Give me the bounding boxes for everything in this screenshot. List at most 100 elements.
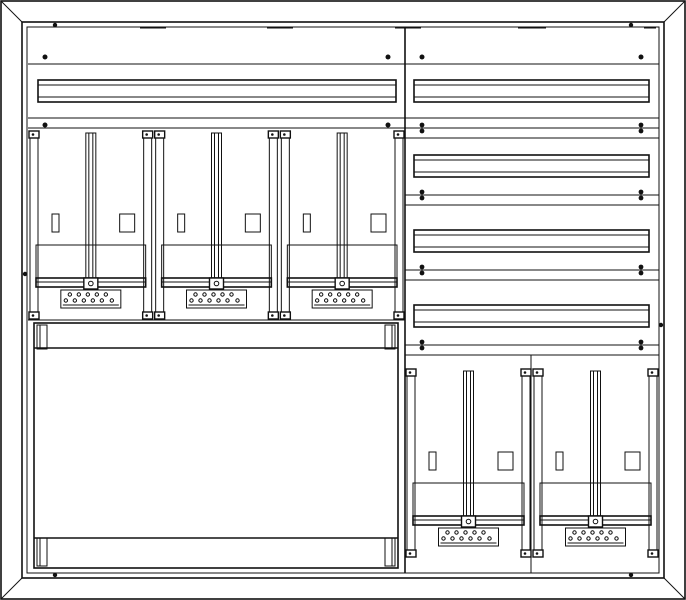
terminal [481, 530, 486, 535]
terminal [345, 292, 351, 297]
terminal [614, 536, 619, 541]
terminal [216, 298, 221, 303]
meter-base [35, 244, 147, 283]
meter-bay [153, 130, 280, 320]
bracket-screw [535, 371, 539, 374]
terminal [360, 298, 366, 303]
clamp [334, 277, 350, 290]
terminal [599, 530, 604, 535]
terminal [581, 530, 586, 535]
slot-wide [244, 213, 261, 233]
clamp-hole [213, 280, 220, 287]
terminal [81, 298, 87, 303]
terminal [207, 298, 212, 303]
terminal [202, 292, 207, 297]
terminal [463, 530, 468, 535]
fixing-screw [419, 345, 425, 351]
bracket-screw [650, 552, 654, 555]
terminal [99, 298, 105, 303]
terminal [323, 298, 329, 303]
slot-wide [497, 451, 514, 471]
slot-narrow [177, 213, 186, 233]
meter-bay [405, 368, 532, 558]
hanger-bar [85, 132, 97, 284]
terminal [90, 298, 96, 303]
terminal-block [438, 527, 499, 547]
terminal [225, 298, 230, 303]
meter-bay [28, 130, 154, 320]
hanger-bar [211, 132, 222, 284]
left-top-rail-section [28, 54, 405, 129]
bracket-screw [283, 133, 286, 136]
terminal [67, 292, 73, 297]
bracket-screw [396, 314, 400, 317]
meter-bay [532, 368, 659, 558]
terminal [586, 536, 591, 541]
terminal [198, 298, 203, 303]
fixing-screw [419, 270, 425, 276]
slot-narrow [51, 213, 60, 233]
terminal [336, 292, 342, 297]
terminal [354, 292, 360, 297]
slot-wide [119, 213, 136, 233]
terminal-block [565, 527, 626, 547]
fixing-screw [638, 270, 644, 276]
bracket-screw [396, 133, 400, 136]
clamp [587, 515, 604, 528]
terminal [572, 530, 577, 535]
bracket-screw [408, 371, 412, 374]
terminal [332, 298, 338, 303]
bracket-screw [283, 314, 286, 317]
meter-base [539, 482, 652, 521]
terminal [595, 536, 600, 541]
terminal [608, 530, 613, 535]
clamp [83, 277, 99, 290]
right-din-rail-section [405, 54, 659, 356]
fixing-screw [419, 122, 425, 128]
bracket-screw [31, 133, 35, 136]
fixing-screw [419, 339, 425, 345]
terminal [235, 298, 240, 303]
bracket-screw [535, 552, 539, 555]
fixing-screw [638, 345, 644, 351]
terminal [459, 536, 464, 541]
fixing-screw [419, 189, 425, 195]
terminal [327, 292, 333, 297]
bracket-screw [271, 314, 274, 317]
fixing-screw [419, 54, 425, 60]
left-blank-cover-panel [28, 319, 405, 569]
slot-narrow [555, 451, 564, 471]
left-meter-bays [28, 130, 405, 320]
terminal [577, 536, 582, 541]
clamp-hole [592, 518, 599, 525]
fixing-screw [638, 339, 644, 345]
clamp-hole [88, 280, 94, 287]
terminal [76, 292, 82, 297]
terminal [604, 536, 609, 541]
bracket-screw [31, 314, 35, 317]
hanger-bar [336, 132, 348, 284]
hanger-bar [463, 370, 474, 522]
terminal [72, 298, 78, 303]
din-rail [413, 304, 650, 328]
clamp-hole [339, 280, 345, 287]
terminal [350, 298, 356, 303]
din-rail [413, 154, 650, 178]
terminal [441, 536, 446, 541]
right-meter-bays [405, 354, 659, 573]
terminal [450, 536, 455, 541]
bracket-screw [523, 552, 527, 555]
fixing-screw [638, 54, 644, 60]
slot-narrow [302, 213, 311, 233]
terminal [477, 536, 482, 541]
slot-narrow [428, 451, 437, 471]
bracket-screw [523, 371, 527, 374]
hanger-bar [590, 370, 601, 522]
terminal [468, 536, 473, 541]
terminal [220, 292, 225, 297]
slot-wide [370, 213, 387, 233]
terminal [103, 292, 109, 297]
bracket-screw [271, 133, 274, 136]
terminal [472, 530, 477, 535]
